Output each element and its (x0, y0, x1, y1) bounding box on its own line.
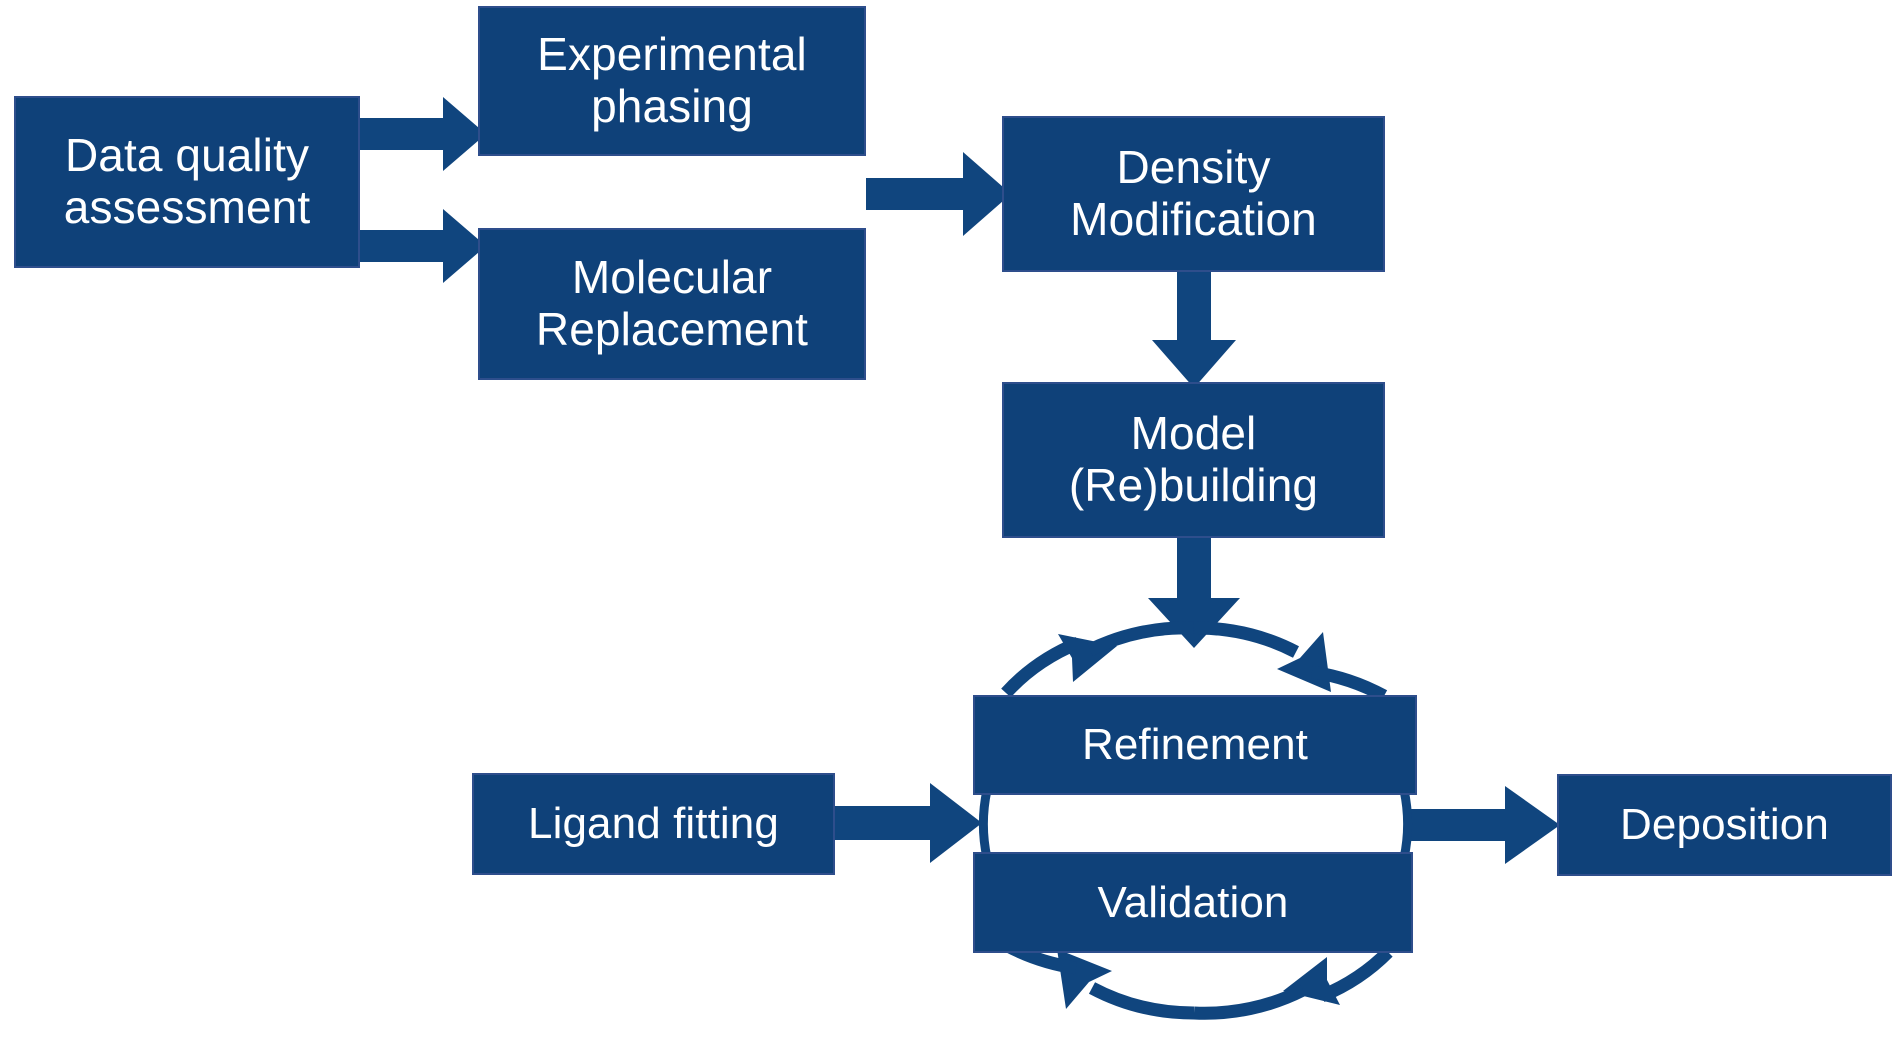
edge-phasing-to-density-modification (866, 152, 1011, 236)
node-data-quality-assessment[interactable]: Data quality assessment (14, 96, 360, 268)
node-molecular-replacement[interactable]: Molecular Replacement (478, 228, 866, 380)
node-label: Model (Re)building (1068, 407, 1319, 511)
node-density-modification[interactable]: Density Modification (1002, 116, 1385, 272)
node-label: Refinement (1081, 720, 1308, 770)
cycle-arc-top-left (1001, 621, 1195, 698)
edge-density-modification-to-model-rebuilding (1152, 272, 1236, 388)
cycle-arc-right (1399, 789, 1413, 859)
node-refinement[interactable]: Refinement (973, 695, 1417, 795)
node-label: Density Modification (1070, 141, 1317, 245)
edge-model-rebuilding-to-cycle (1148, 538, 1240, 648)
cycle-arc-top-right (1193, 621, 1388, 702)
node-deposition[interactable]: Deposition (1557, 774, 1892, 876)
node-label: Data quality assessment (63, 129, 311, 233)
node-label: Validation (1097, 877, 1289, 927)
node-label: Ligand fitting (528, 799, 779, 849)
node-validation[interactable]: Validation (973, 852, 1413, 953)
node-model-rebuilding[interactable]: Model (Re)building (1002, 382, 1385, 538)
node-ligand-fitting[interactable]: Ligand fitting (472, 773, 835, 875)
edge-ligand-fitting-to-cycle (835, 783, 982, 863)
node-label: Experimental phasing (537, 28, 807, 132)
node-label: Deposition (1620, 800, 1829, 850)
node-experimental-phasing[interactable]: Experimental phasing (478, 6, 866, 156)
cycle-arc-bottom-right (1193, 947, 1393, 1020)
cycle-arc-left (978, 789, 992, 859)
edge-cycle-to-deposition (1404, 786, 1560, 864)
edge-data-quality-to-molecular-replacement (360, 209, 486, 283)
cycle-arc-bottom-left (1002, 939, 1195, 1020)
edge-data-quality-to-experimental-phasing (360, 97, 486, 171)
node-label: Molecular Replacement (535, 251, 809, 355)
